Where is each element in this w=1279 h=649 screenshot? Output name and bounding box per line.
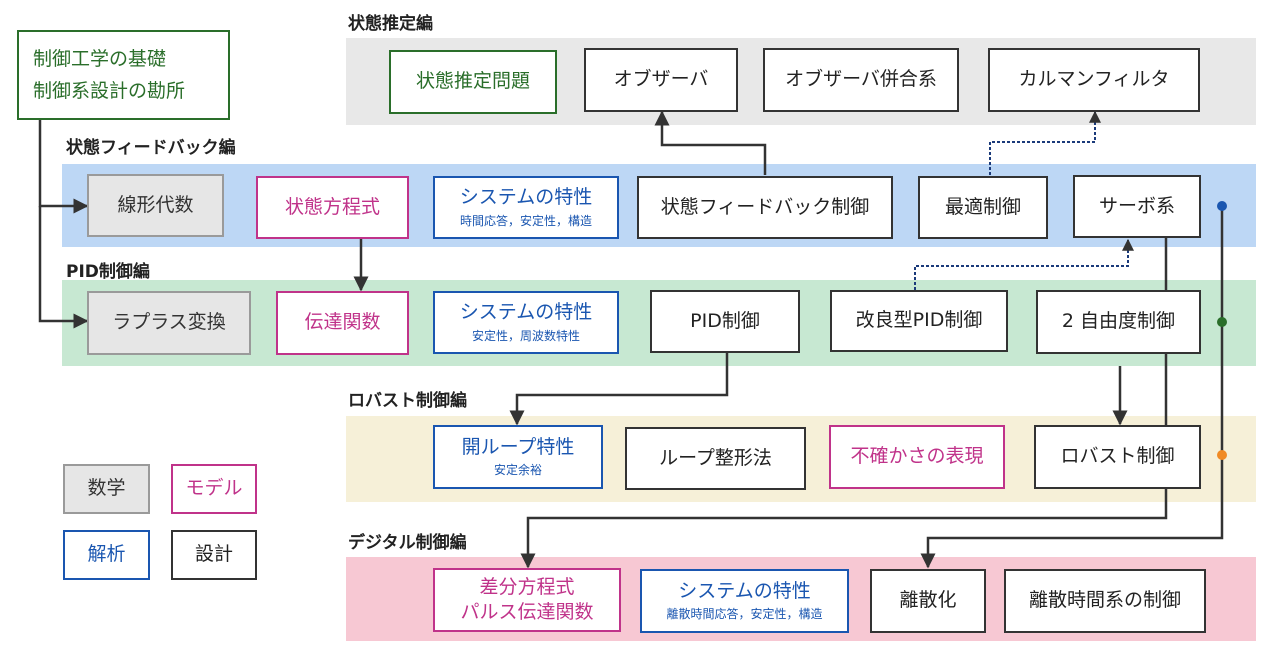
system-props-pid-sub: 安定性，周波数特性 (471, 328, 580, 343)
box-robust-control: ロバスト制御 (1034, 425, 1201, 489)
box-pid-control: PID制御 (650, 290, 800, 353)
legend-analysis: 解析 (63, 530, 150, 580)
box-system-props-digital: システムの特性 離散時間応答，安定性，構造 (640, 569, 849, 633)
box-optimal-control: 最適制御 (918, 176, 1048, 239)
arrow-robust-to-diff-eq (520, 489, 1168, 569)
box-system-props-sf: システムの特性 時間応答，安定性，構造 (433, 176, 619, 239)
legend-design: 設計 (171, 530, 257, 580)
intro-line1: 制御工学の基礎 (33, 47, 167, 70)
arrow-pid-to-open-loop (509, 353, 729, 426)
dot-orange (1217, 450, 1227, 460)
diff-eq-line2: パルス伝達関数 (460, 601, 594, 623)
dot-blue (1217, 201, 1227, 211)
box-observer-combined: オブザーバ併合系 (763, 48, 959, 112)
box-linear-algebra: 線形代数 (87, 174, 224, 237)
box-loop-shaping: ループ整形法 (625, 427, 806, 490)
box-state-feedback-control: 状態フィードバック制御 (637, 176, 893, 239)
system-props-sf-sub: 時間応答，安定性，構造 (459, 213, 592, 228)
intro-line2: 制御系設計の勘所 (33, 80, 186, 102)
arrow-optimal-to-kalman (989, 110, 1101, 175)
arrow-intro-to-linear-algebra (38, 118, 89, 214)
box-transfer-function: 伝達関数 (276, 291, 409, 355)
dot-green (1217, 317, 1227, 327)
box-state-equation: 状態方程式 (256, 176, 409, 239)
box-two-dof-control: 2 自由度制御 (1036, 290, 1201, 354)
title-state-estimation: 状態推定編 (348, 14, 433, 34)
box-observer: オブザーバ (584, 48, 738, 112)
box-uncertainty: 不確かさの表現 (829, 425, 1005, 489)
box-improved-pid: 改良型PID制御 (830, 290, 1008, 352)
box-kalman-filter: カルマンフィルタ (988, 48, 1200, 112)
system-props-sf-title: システムの特性 (459, 186, 593, 209)
box-open-loop: 開ループ特性 安定余裕 (433, 425, 603, 489)
title-state-feedback: 状態フィードバック編 (66, 138, 236, 158)
legend-model: モデル (171, 464, 257, 514)
system-props-digital-sub: 離散時間応答，安定性，構造 (666, 607, 823, 622)
box-laplace: ラプラス変換 (87, 291, 251, 355)
open-loop-title: 開ループ特性 (461, 435, 575, 458)
arrow-to-discretize (920, 205, 1224, 569)
title-digital: デジタル制御編 (348, 533, 467, 553)
title-robust: ロバスト制御編 (348, 391, 467, 411)
open-loop-sub: 安定余裕 (493, 463, 542, 478)
system-props-digital-title: システムの特性 (678, 579, 811, 602)
legend-math: 数学 (63, 464, 150, 514)
arrow-intro-to-laplace (38, 206, 89, 329)
system-props-pid-title: システムの特性 (459, 301, 593, 324)
title-pid: PID制御編 (66, 262, 150, 282)
arrow-sf-to-observer (654, 110, 767, 175)
box-system-props-pid: システムの特性 安定性，周波数特性 (433, 291, 619, 354)
intro-box: 制御工学の基礎 制御系設計の勘所 (17, 30, 230, 120)
box-discrete-control: 離散時間系の制御 (1004, 569, 1206, 633)
box-difference-equation: 差分方程式 パルス伝達関数 (433, 568, 621, 632)
box-discretize: 離散化 (870, 569, 986, 633)
box-state-estimation-problem: 状態推定問題 (389, 50, 557, 114)
box-servo-system: サーボ系 (1073, 175, 1201, 238)
diff-eq-line1: 差分方程式 (479, 576, 575, 599)
arrow-improved-pid-to-servo (914, 238, 1134, 290)
